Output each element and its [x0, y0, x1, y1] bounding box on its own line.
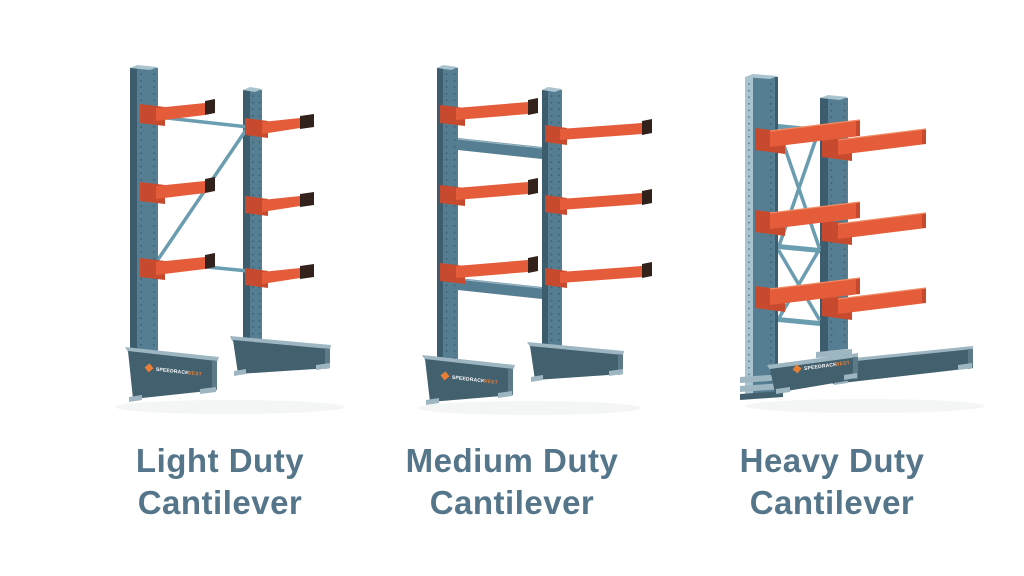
caption-line1: Light Duty [135, 442, 305, 479]
caption-line2: Cantilever [137, 484, 303, 521]
caption-medium-duty: Medium Duty Cantilever [362, 440, 662, 524]
cantilever-arm [140, 253, 215, 280]
brand-diamond-icon [144, 363, 154, 373]
cantilever-arm [755, 201, 861, 236]
caption-heavy-duty: Heavy Duty Cantilever [682, 440, 982, 524]
cantilever-arm [245, 114, 314, 138]
cantilever-arm [822, 128, 927, 161]
front-cantilever-arms [440, 98, 538, 284]
caption-line2: Cantilever [429, 484, 595, 521]
brand-suffix-text: WEST [482, 378, 498, 386]
rear-base-beam [824, 346, 973, 385]
brand-logo: SPEEDRACK WEST [440, 371, 498, 386]
cantilever-arm [545, 119, 652, 145]
ground-shadow [115, 400, 345, 414]
cantilever-arm [140, 99, 215, 126]
heavy-duty-rack-illustration: SPEEDRACK WEST [740, 74, 985, 413]
brand-suffix-text: WEST [835, 360, 851, 368]
brand-diamond-icon [792, 364, 802, 374]
brand-suffix-text: WEST [186, 370, 202, 378]
cantilever-arm [545, 189, 652, 215]
front-upright-column [130, 65, 158, 358]
cantilever-arm [245, 264, 314, 288]
cantilever-arm [140, 177, 215, 204]
rear-cantilever-arms [545, 119, 652, 288]
medium-duty-rack-illustration: SPEEDRACK WEST [418, 65, 652, 415]
front-base-beam: SPEEDRACK WEST [422, 355, 515, 405]
ground-shadow [745, 399, 985, 413]
front-cantilever-arms [140, 99, 215, 280]
caption-line1: Heavy Duty [739, 442, 925, 479]
cantilever-arm [822, 287, 927, 320]
front-upright-column [745, 74, 778, 398]
caption-light-duty: Light Duty Cantilever [70, 440, 370, 524]
cantilever-arm [545, 262, 652, 288]
cantilever-arm [755, 119, 861, 154]
caption-line2: Cantilever [749, 484, 915, 521]
front-base-beam: SPEEDRACK WEST [767, 353, 858, 394]
cantilever-arm [245, 192, 314, 216]
brand-text: SPEEDRACK [156, 367, 190, 377]
light-duty-rack-illustration: SPEEDRACK WEST [115, 65, 345, 414]
rear-cantilever-arms [245, 114, 314, 288]
cantilever-arm [440, 178, 538, 206]
cantilever-arm [755, 277, 861, 312]
horizontal-tie-beams [457, 138, 543, 299]
rear-base-beam [230, 336, 331, 376]
front-upright-column [437, 65, 458, 368]
cantilever-arm [440, 98, 538, 126]
brand-logo: SPEEDRACK WEST [144, 363, 202, 378]
front-base-beam: SPEEDRACK WEST [125, 347, 219, 402]
brand-diamond-icon [440, 371, 450, 381]
brand-logo: SPEEDRACK WEST [792, 360, 851, 374]
brand-text: SPEEDRACK [804, 362, 838, 372]
rear-base-beam [527, 342, 624, 382]
brand-text: SPEEDRACK [452, 375, 486, 385]
front-foot-plates [740, 374, 783, 400]
ground-shadow [418, 401, 642, 415]
caption-line1: Medium Duty [405, 442, 619, 479]
front-cantilever-arms [755, 119, 861, 312]
cantilever-arm [822, 212, 927, 245]
cantilever-arm [440, 256, 538, 284]
rear-cantilever-arms [822, 128, 927, 320]
